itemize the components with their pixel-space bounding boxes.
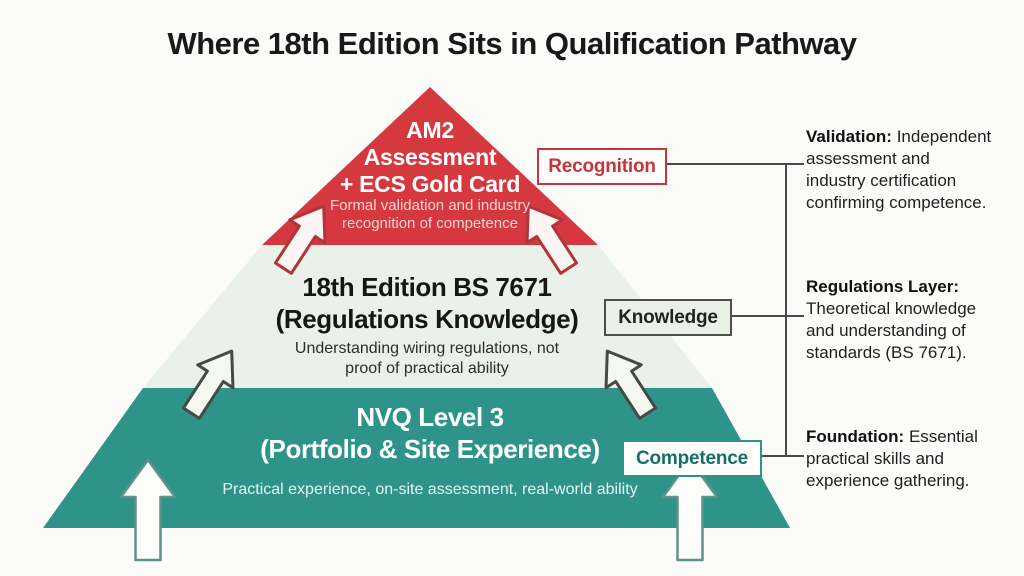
regulations-annotation-text: Theoretical knowledge and understanding … — [806, 299, 977, 362]
connector-lines — [663, 163, 804, 457]
regulations-annotation-label: Regulations Layer: — [806, 277, 960, 296]
recognition-tag: Recognition — [537, 148, 667, 185]
foundation-annotation-text: Essential practical skills and experienc… — [806, 427, 978, 490]
up-arrow-icon — [661, 458, 719, 562]
up-arrow-icon — [525, 204, 579, 275]
level-middle-subtitle: Understanding wiring regulations, not pr… — [294, 340, 560, 377]
level-bottom-subtitle: Practical experience, on-site assessment… — [222, 481, 638, 498]
knowledge-tag: Knowledge — [604, 299, 732, 336]
up-arrow-icon — [604, 349, 658, 420]
level-top-heading: AM2 Assessment + ECS Gold Card — [339, 117, 521, 197]
page-title: Where 18th Edition Sits in Qualification… — [167, 26, 857, 61]
up-arrow-icon — [119, 458, 177, 562]
level-bottom-heading: NVQ Level 3 (Portfolio & Site Experience… — [260, 402, 600, 464]
up-arrow-icon — [273, 204, 327, 275]
validation-annotation-text: Independent assessment and industry cert… — [806, 127, 992, 212]
pyramid-level-top-shape — [262, 87, 598, 245]
regulations-annotation: Regulations Layer: Theoretical knowledge… — [806, 276, 1006, 364]
competence-tag: Competence — [622, 440, 762, 477]
validation-annotation: Validation: Independent assessment and i… — [806, 126, 1006, 214]
pyramid-level-bottom-shape — [43, 388, 790, 528]
foundation-annotation-label: Foundation: — [806, 427, 905, 446]
up-arrow-icon — [181, 349, 235, 420]
validation-annotation-label: Validation: — [806, 127, 892, 146]
level-middle-heading: 18th Edition BS 7671 (Regulations Knowle… — [275, 272, 579, 334]
level-top-subtitle: Formal validation and industry recogniti… — [329, 197, 531, 232]
foundation-annotation: Foundation: Essential practical skills a… — [806, 426, 1006, 492]
pyramid-level-middle-shape — [143, 245, 712, 388]
